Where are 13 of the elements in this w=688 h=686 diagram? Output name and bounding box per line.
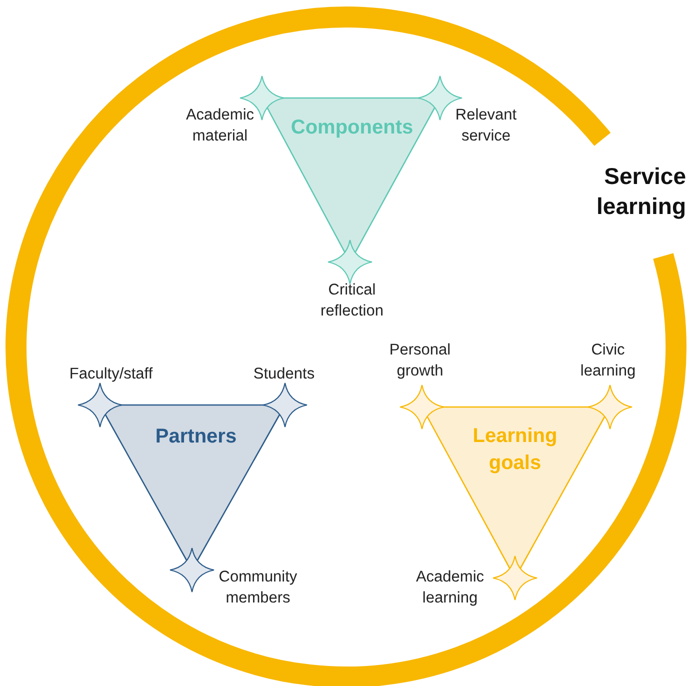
ring-title: Service learning	[596, 162, 686, 221]
corner-label: Students	[253, 364, 315, 384]
corner-label: Academic material	[186, 106, 254, 147]
triangle-title: Partners	[154, 424, 238, 450]
corner-label: Faculty/staff	[69, 364, 153, 384]
triangle-title: Components	[290, 116, 414, 140]
corner-label: Civic learning	[580, 340, 636, 382]
triangle-title: Learning goals	[472, 424, 558, 476]
corner-label: Personal growth	[389, 340, 451, 382]
corner-label: Critical reflection	[320, 280, 384, 322]
corner-label: Academic learning	[416, 568, 484, 609]
corner-label: Relevant service	[455, 106, 517, 147]
corner-label: Community members	[218, 568, 298, 609]
